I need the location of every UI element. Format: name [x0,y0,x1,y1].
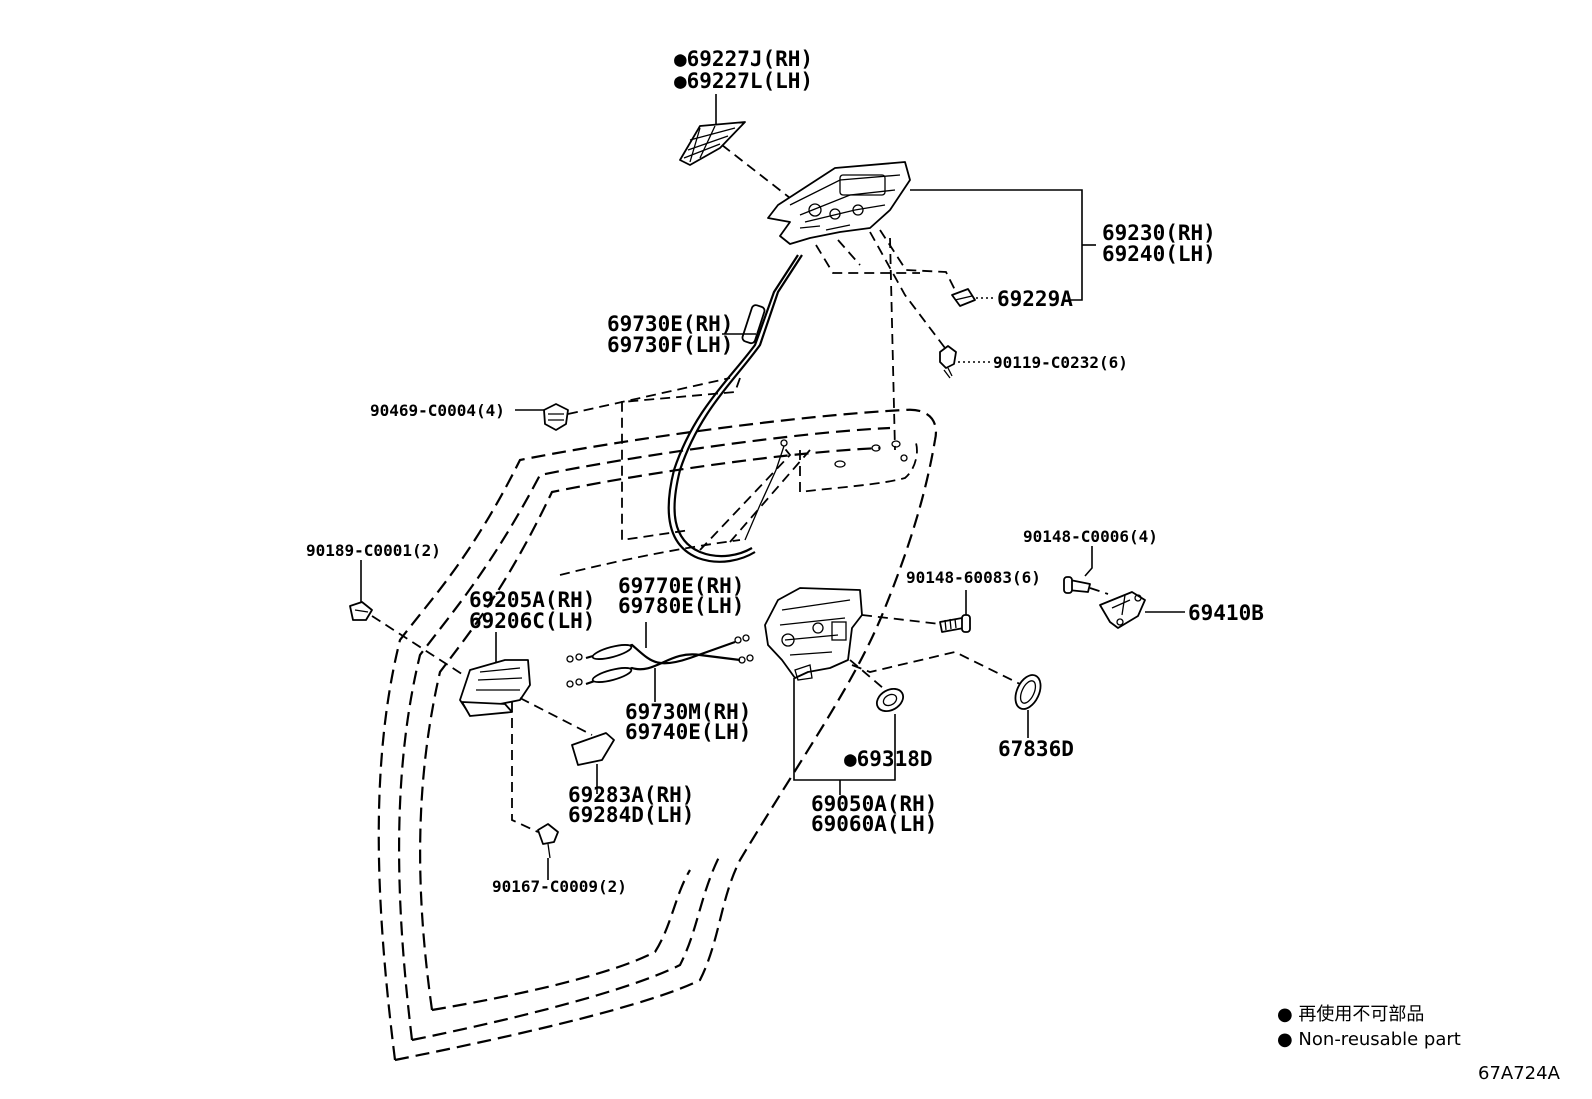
label-69206c: 69206C(LH) [469,609,595,633]
seal-67836d [1014,674,1042,738]
label-69730e: 69730E(RH) [607,312,733,336]
label-69318d: ●69318D [844,747,933,771]
label-90167: 90167-C0009(2) [492,877,627,896]
screw-90119 [939,345,990,379]
label-90469: 90469-C0004(4) [370,401,505,420]
legend-japanese: ● 再使用不可部品 [1277,1004,1424,1025]
label-69284d: 69284D(LH) [568,803,694,827]
handle-69205a [459,632,593,833]
label-69730f: 69730F(LH) [607,333,733,357]
cable-69730e [621,254,811,563]
clip-69229a [951,288,994,307]
lock-assembly-69230 [767,161,1096,451]
label-69205a: 69205A(RH) [469,588,595,612]
legend: ● 再使用不可部品 ● Non-reusable part [1277,1004,1461,1050]
label-69230: 69230(RH) [1102,221,1216,245]
pad-69227 [679,94,791,199]
latch-69050a [764,587,1021,795]
label-69060a: 69060A(LH) [811,812,937,836]
label-69410b: 69410B [1188,601,1264,625]
label-69283a: 69283A(RH) [568,783,694,807]
screw-90148-60083 [939,590,971,633]
label-69227j: ●69227J(RH) [674,47,813,71]
label-69050a: 69050A(RH) [811,792,937,816]
label-90148-60083: 90148-60083(6) [906,568,1041,587]
striker-69410b [1099,591,1185,629]
clip-90469 [515,377,731,431]
legend-english: ● Non-reusable part [1277,1029,1461,1050]
label-69240: 69240(LH) [1102,242,1216,266]
label-69730m: 69730M(RH) [625,700,751,724]
label-69780e: 69780E(LH) [618,594,744,618]
label-90189: 90189-C0001(2) [306,541,441,560]
label-69770e: 69770E(RH) [618,574,744,598]
figure-code: 67A724A [1478,1063,1561,1084]
label-67836d: 67836D [998,737,1074,761]
label-90119: 90119-C0232(6) [993,353,1128,372]
grommet-69318d [875,687,905,713]
label-69229a: 69229A [997,287,1073,311]
part-labels: ●69227J(RH) ●69227L(LH) 69230(RH) 69240(… [306,47,1264,896]
pad-69283a [571,732,615,794]
cables-69770e [566,622,754,702]
label-69740e: 69740E(LH) [625,720,751,744]
screw-90148-c0006 [1063,546,1109,595]
label-69227l: ●69227L(LH) [674,69,813,93]
label-90148-c0006: 90148-C0006(4) [1023,527,1158,546]
bolt-90189 [349,560,466,677]
door-outline [377,408,938,1062]
screw-90167 [537,823,559,880]
